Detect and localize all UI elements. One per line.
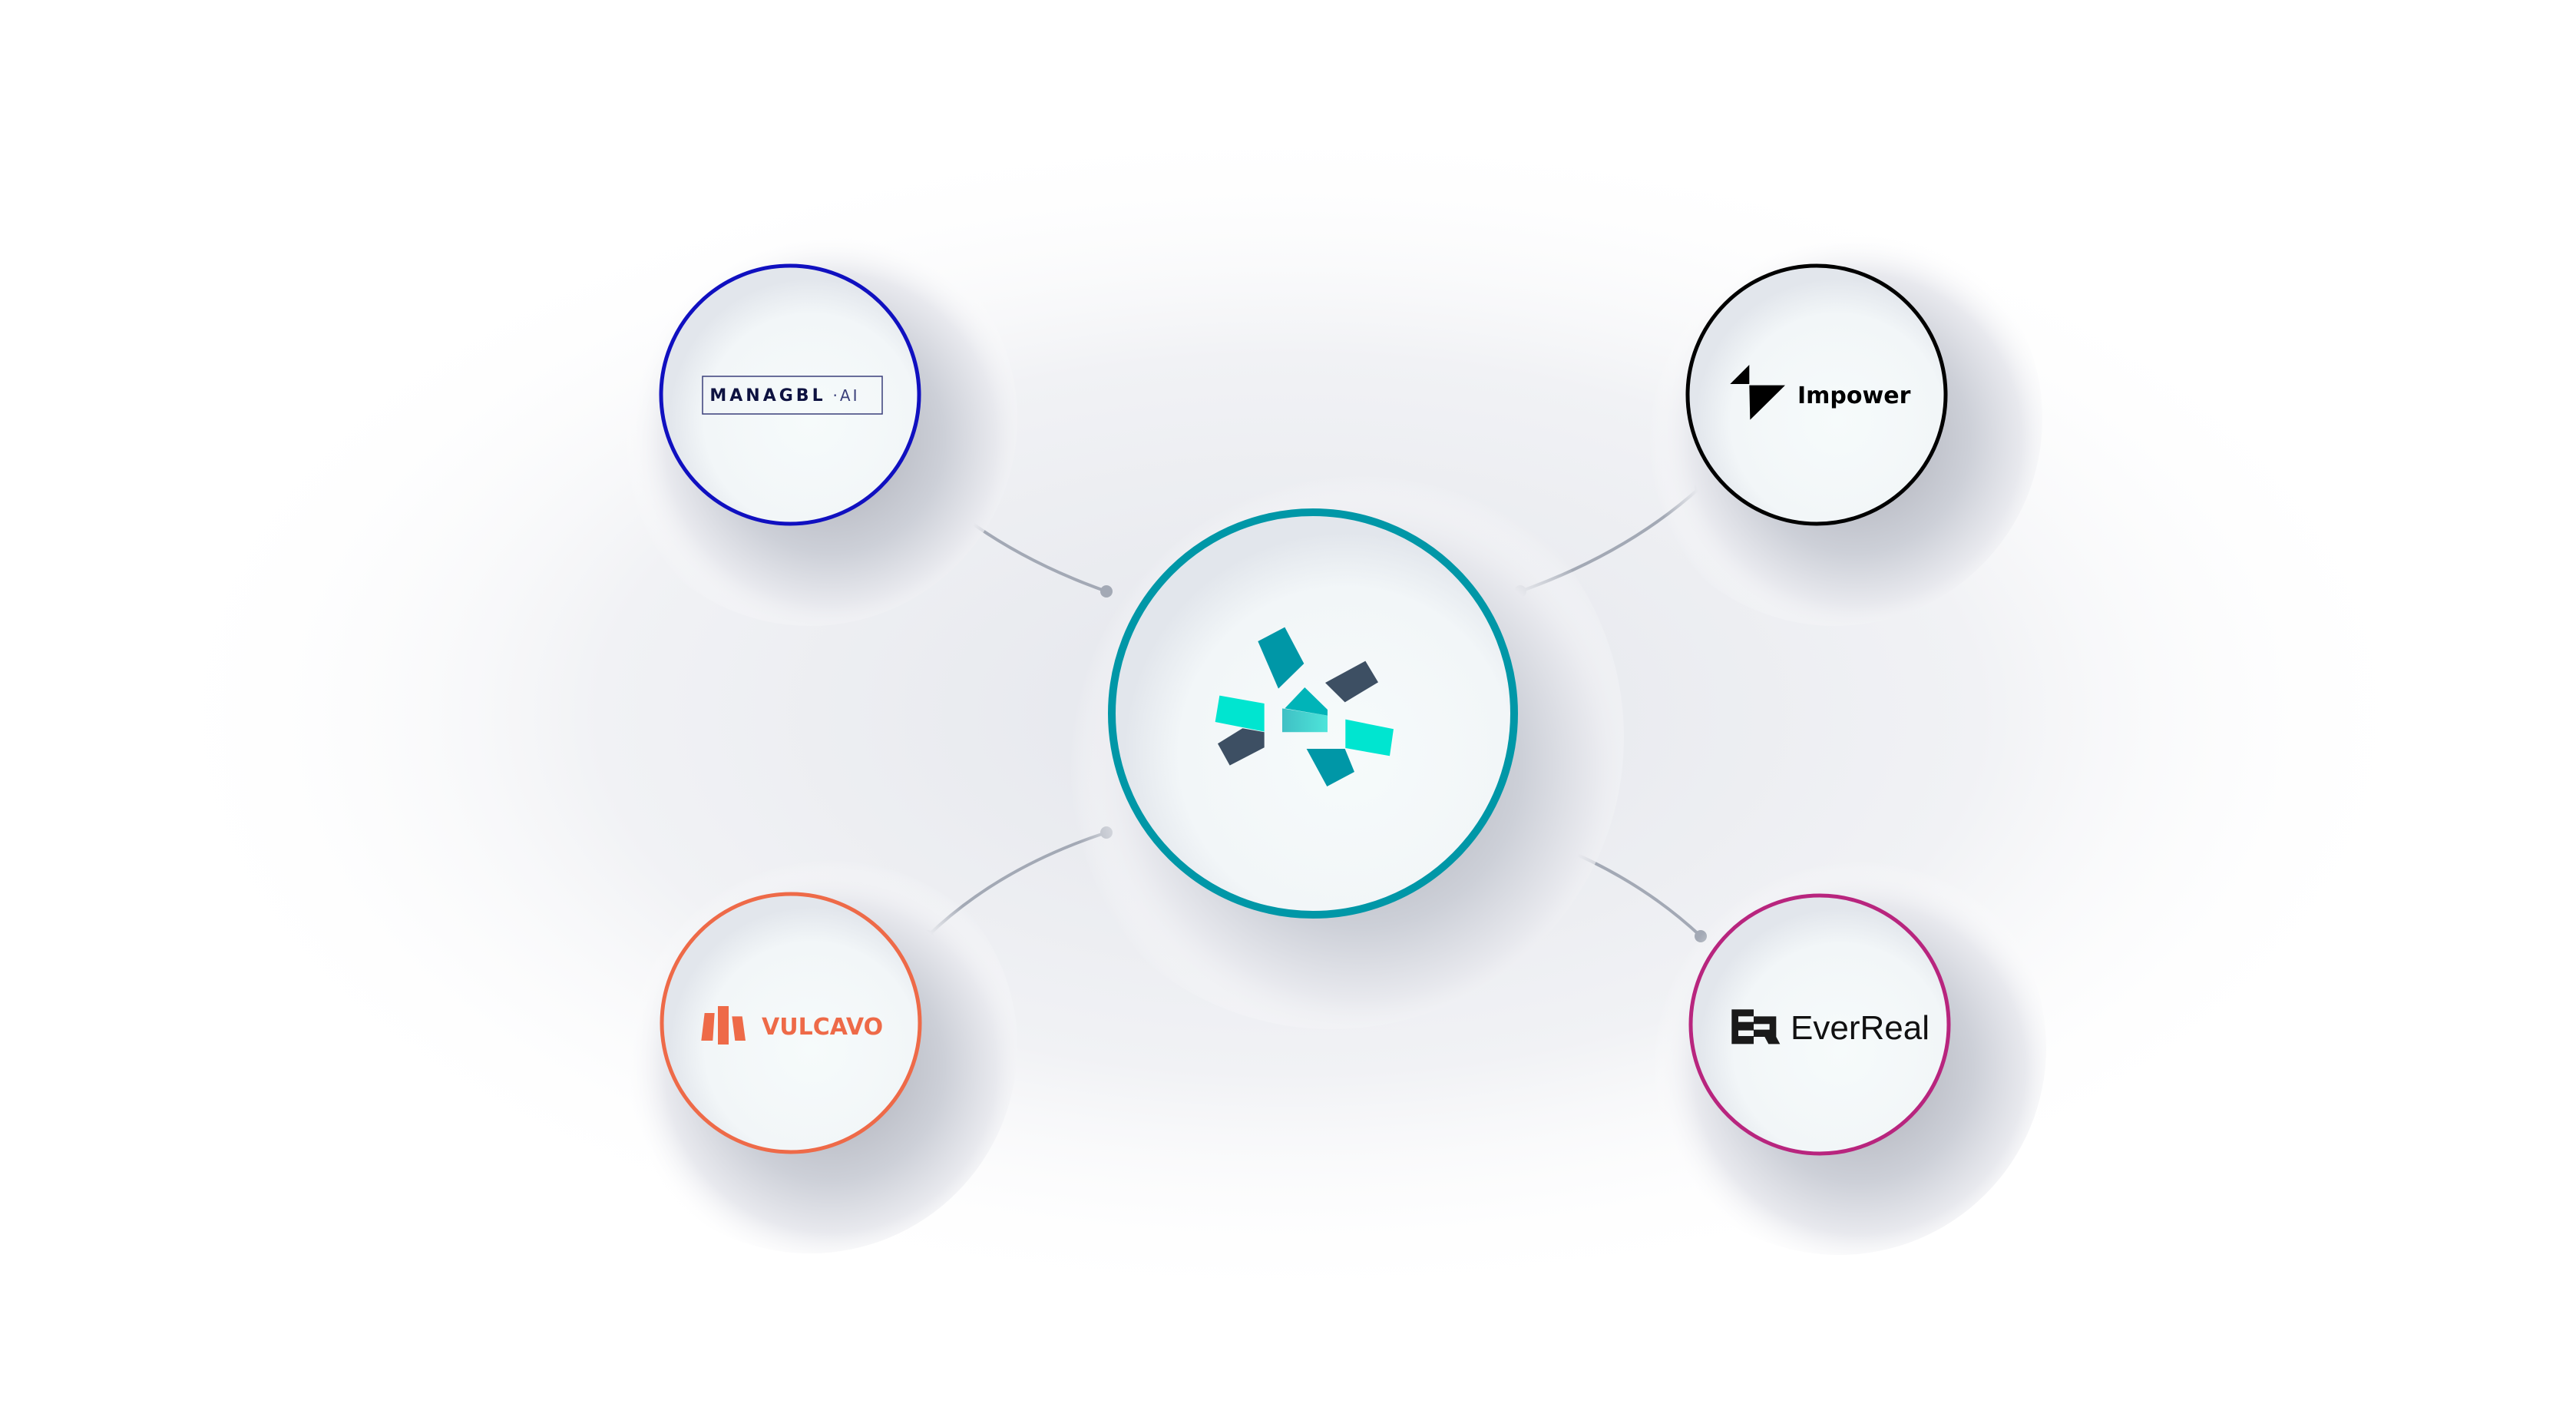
partner-ring [659, 263, 921, 526]
vulcavo-logo-text: VULCAVO [762, 1014, 883, 1041]
center-hub[interactable] [1040, 445, 1624, 1029]
everreal-logo-icon [1731, 1009, 1781, 1045]
partner-ring [660, 892, 922, 1154]
hub-logo-icon [1215, 627, 1394, 786]
partner-vulcavo[interactable]: VULCAVO [603, 839, 1017, 1253]
partner-ring [1685, 263, 1948, 526]
partner-ring [1688, 893, 1951, 1156]
everreal-logo-text: EverReal [1791, 1009, 1930, 1047]
managbl-logo-frame [702, 376, 883, 415]
partner-everreal[interactable]: EverReal [1632, 840, 2046, 1255]
managbl-logo-suffix: ·AI [833, 386, 860, 405]
vulcavo-logo-icon [701, 1005, 746, 1045]
impower-logo-text: Impower [1797, 382, 1911, 409]
managbl-logo-text: MANAGBL [709, 386, 825, 406]
partner-managbl[interactable]: MANAGBL ·AI [603, 211, 1017, 626]
partner-impower[interactable]: Impower [1628, 211, 2042, 626]
impower-logo-icon [1730, 364, 1785, 420]
